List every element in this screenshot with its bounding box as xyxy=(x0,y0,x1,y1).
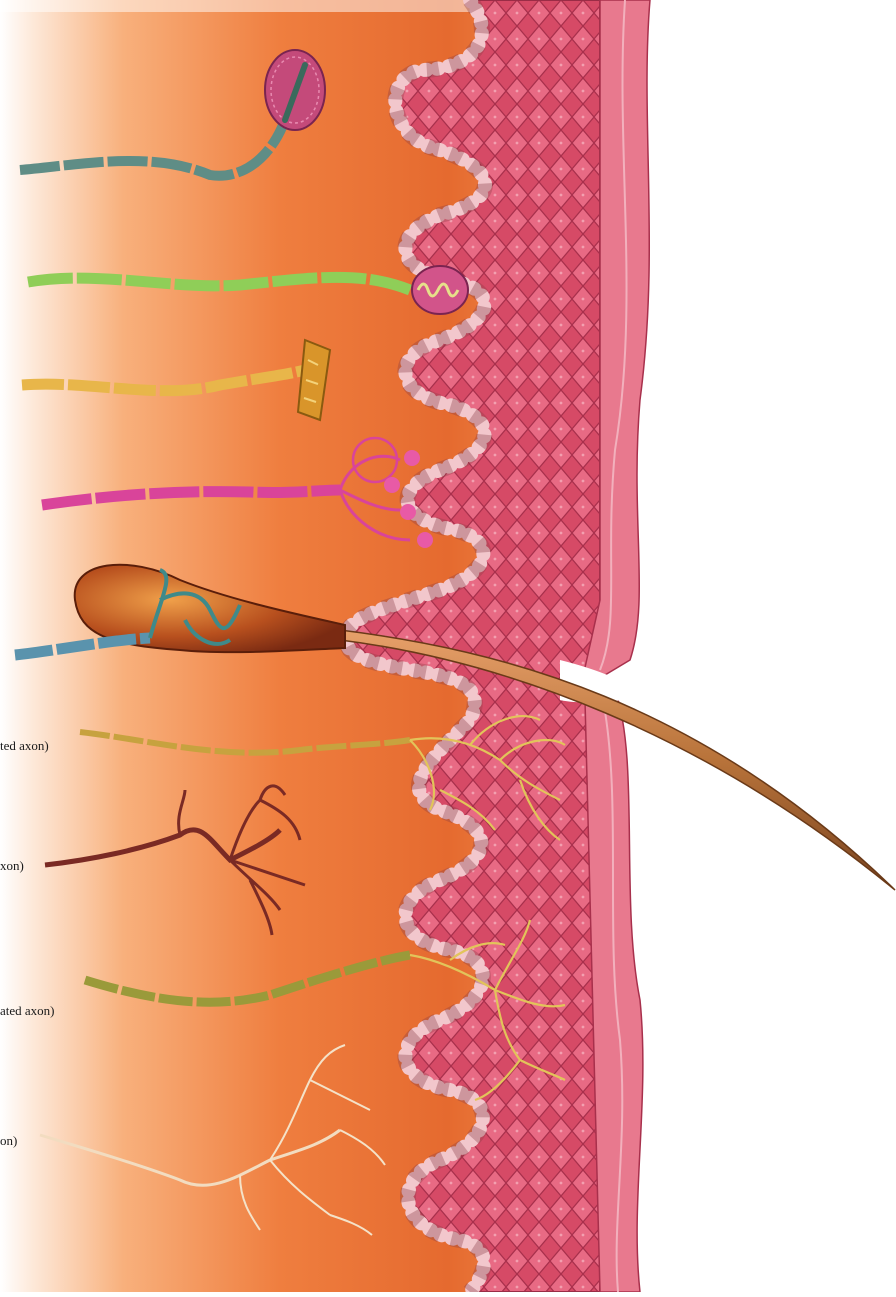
merkel-cell-3 xyxy=(400,504,416,520)
merkel-cell-1 xyxy=(404,450,420,466)
merkel-cell-4 xyxy=(417,532,433,548)
label-2: xon) xyxy=(0,858,24,874)
bulb-capsule xyxy=(412,266,468,314)
label-1: ted axon) xyxy=(0,738,49,754)
label-4: on) xyxy=(0,1133,17,1149)
label-3: ated axon) xyxy=(0,1003,55,1019)
merkel-cell-2 xyxy=(384,477,400,493)
